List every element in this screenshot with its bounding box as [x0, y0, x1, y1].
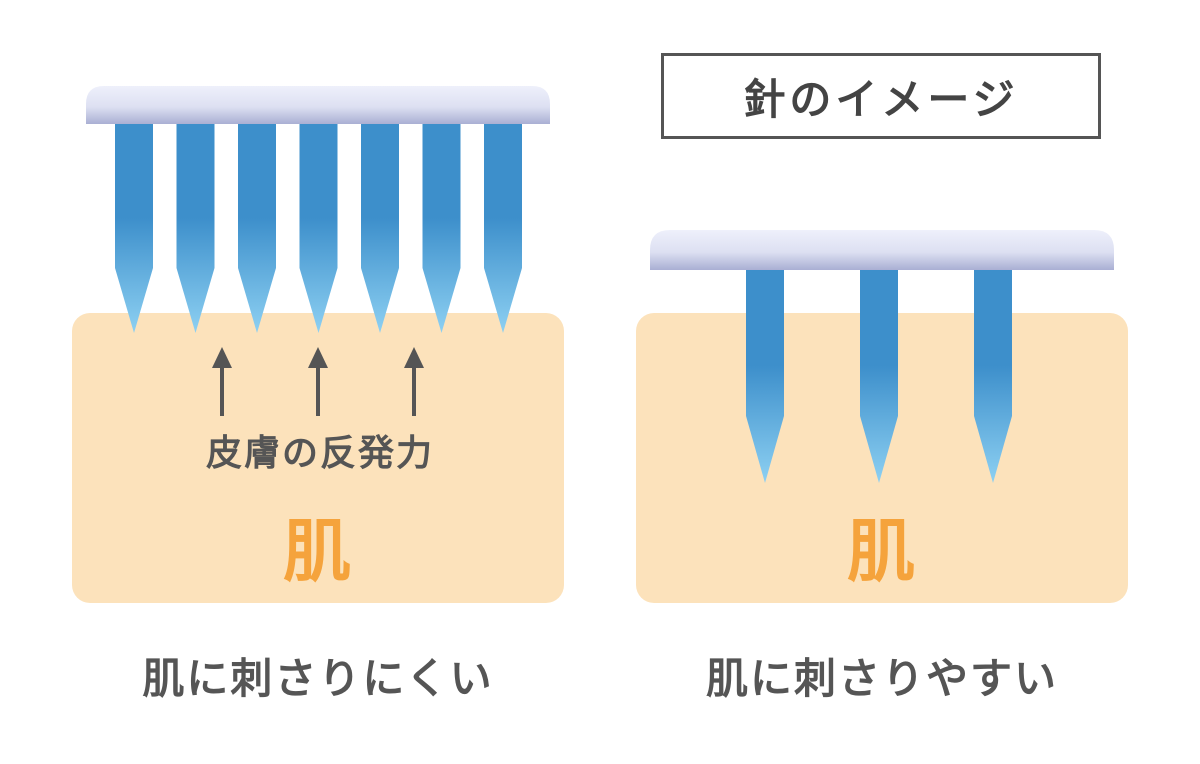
- needle: [746, 270, 784, 483]
- force-arrows: [212, 347, 424, 416]
- skin-block-left: [72, 313, 564, 603]
- needle: [422, 124, 461, 333]
- skin-label-right: 肌: [846, 513, 915, 592]
- needle: [361, 124, 399, 333]
- caption-right: 肌に刺さりやすい: [705, 654, 1058, 703]
- needles-left: [115, 124, 522, 333]
- up-arrow-icon: [308, 347, 328, 416]
- needle: [176, 124, 215, 333]
- needle: [299, 124, 338, 333]
- needle: [974, 270, 1012, 483]
- needles-right: [746, 270, 1012, 483]
- caption-left: 肌に刺さりにくい: [142, 654, 494, 703]
- needle-holder-right: [650, 230, 1114, 270]
- needle-holder-left: [86, 86, 550, 124]
- up-arrow-icon: [404, 347, 424, 416]
- needle: [238, 124, 276, 333]
- needle: [115, 124, 153, 333]
- needle: [860, 270, 898, 483]
- title-box: 針のイメージ: [661, 53, 1101, 139]
- skin-reaction-force-label: 皮膚の反発力: [205, 433, 434, 474]
- up-arrow-icon: [212, 347, 232, 416]
- needle: [484, 124, 522, 333]
- skin-label-left: 肌: [282, 513, 351, 592]
